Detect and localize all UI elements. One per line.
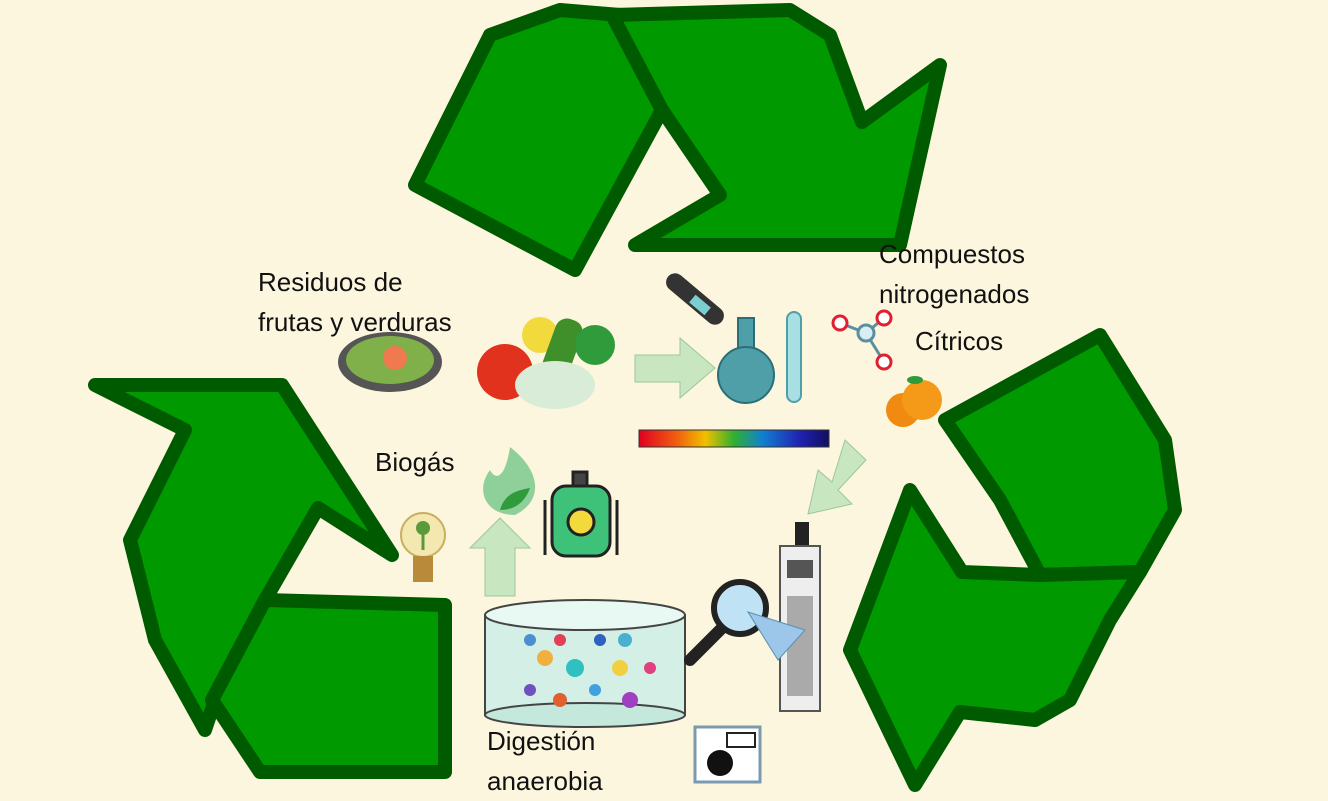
column-reactor-icon: [779, 522, 821, 712]
label-residuos-line2: frutas y verduras: [258, 307, 452, 337]
molecule-icon: [831, 309, 893, 371]
biogas-flame-icon: [483, 447, 536, 515]
flow-arrow-up: [468, 517, 532, 597]
label-biogas: Biogás: [375, 447, 455, 477]
recycle-arrow-right-upper: [938, 328, 1182, 582]
thermometer-icon: [666, 273, 724, 325]
label-compuestos-line2: nitrogenados: [879, 279, 1030, 309]
vegetables-icon: [477, 317, 615, 409]
label-digestion-line1: Digestión: [487, 726, 596, 756]
label-compuestos: Compuestos nitrogenados: [879, 234, 1029, 314]
test-tube-icon: [786, 311, 802, 403]
microorganisms-icon: [524, 633, 656, 708]
flow-arrow-down-left: [807, 439, 867, 515]
label-compuestos-line1: Compuestos: [879, 239, 1025, 269]
light-bulb-icon: [400, 512, 446, 582]
recycle-arrow-top-right: [605, 3, 947, 252]
lab-flask-icon: [717, 317, 775, 404]
label-residuos: Residuos de frutas y verduras: [258, 262, 452, 342]
label-digestion-line2: anaerobia: [487, 766, 603, 796]
oranges-icon: [886, 376, 942, 427]
label-digestion: Digestión anaerobia: [487, 721, 603, 801]
gas-tank-icon: [543, 470, 619, 558]
magnifier-icon: [684, 579, 806, 666]
recycle-arrow-left-band: [205, 593, 452, 779]
food-waste-plate-icon: [338, 332, 442, 392]
sensor-device-icon: [693, 725, 762, 784]
flow-arrow-right: [634, 336, 716, 400]
spectrum-bar: [638, 429, 830, 448]
label-residuos-line1: Residuos de: [258, 267, 403, 297]
recycle-arrow-right-lower: [843, 483, 1147, 792]
digester-tank: [484, 599, 686, 728]
label-citricos: Cítricos: [915, 326, 1004, 356]
